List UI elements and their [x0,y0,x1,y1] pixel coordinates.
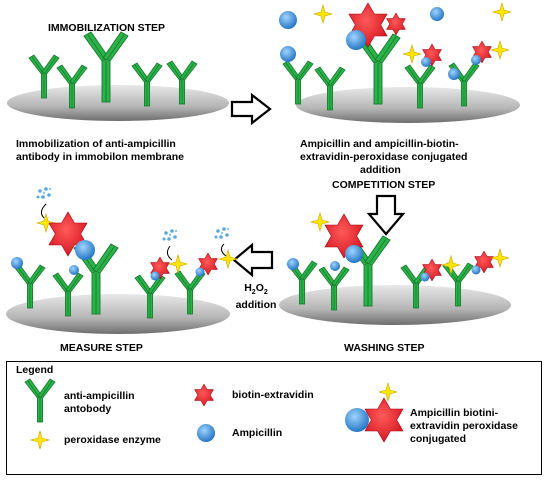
substrate-icon [214,227,230,239]
h2o2-o: O [255,282,264,294]
biotin-extravidin-icon [386,12,406,36]
legend-conjugate-line1: Ampicillin biotini- [410,407,499,419]
peroxidase-icon [490,248,510,268]
peroxidase-icon [310,212,330,232]
measure-step-title: MEASURE STEP [60,342,143,354]
peroxidase-icon [492,2,512,22]
ampicillin-icon [346,30,366,50]
legend-icons [24,378,404,450]
reaction-arrow-icon [166,245,173,261]
ampicillin-icon [420,272,430,282]
peroxidase-icon [441,255,461,275]
reaction-arrow-icon [40,203,47,219]
ampicillin-icon [430,7,444,21]
substrate-icon [36,187,52,199]
legend-ampicillin-icon [197,424,215,442]
legend-biotin-label: biotin-extravidin [232,389,314,401]
immobilon-membrane [279,285,511,325]
arrow-right-icon [230,92,272,126]
immobilization-caption-line1: Immobilization of anti-ampicillin [16,138,176,150]
h2o2-sub2: 2 [263,289,268,297]
panel-measure [6,187,238,334]
legend-title: Legend [16,364,54,376]
peroxidase-icon [218,249,238,269]
washing-step-title: WASHING STEP [344,342,425,354]
ampicillin-icon [150,271,160,281]
ampicillin-icon [11,257,23,269]
competition-step-title: COMPETITION STEP [332,179,436,191]
panel-competition [279,2,520,123]
arrow-left-icon [232,242,274,278]
legend-ampicillin-label: Ampicillin [232,427,283,439]
h2o2-addition-text: addition [235,299,277,312]
legend-conjugate-line3: conjugated [410,433,467,445]
legend-conjugate-ampicillin-icon [345,408,369,432]
immobilization-caption-line2: antibody in immobilon membrane [16,151,185,163]
panel-immobilization [7,31,229,121]
ampicillin-icon [471,265,481,275]
reaction-arrow-icon [220,243,227,257]
legend-box [6,361,542,475]
peroxidase-icon [313,4,333,24]
competition-caption-line3: addition [360,164,401,176]
immobilon-membrane [6,294,230,334]
h2o2-addition-label: H2O2 addition [232,282,280,312]
immobilization-step-title: IMMOBILIZATION STEP [48,22,166,34]
ampicillin-icon [280,46,296,62]
panel-washing [279,212,511,325]
immobilon-membrane [7,85,229,121]
ampicillin-icon [421,57,431,67]
h2o2-sub1: 2 [251,289,256,297]
competition-caption-line2: extravidin-peroxidase conjugated [300,151,468,163]
ampicillin-icon [287,258,299,270]
legend-antibody-line1: anti-ampicillin [64,390,135,402]
legend-peroxidase-label: peroxidase enzyme [64,434,161,446]
ampicillin-icon [75,240,95,260]
ampicillin-icon [471,55,481,65]
peroxidase-icon [490,40,510,60]
ampicillin-icon [69,265,79,275]
ampicillin-icon [279,11,297,29]
arrow-down-icon [366,194,406,236]
ampicillin-icon [195,267,205,277]
ampicillin-icon [345,245,363,263]
legend-conjugate-line2: extravidin peroxidase [410,420,518,432]
competition-caption-line1: Ampicillin and ampicillin-biotin- [300,138,459,150]
peroxidase-icon [402,44,422,64]
ampicillin-icon [448,68,460,80]
legend-antibody-line2: antobody [64,403,112,415]
ampicillin-icon [330,261,340,271]
peroxidase-icon [168,254,188,274]
h2o2-h: H [244,282,252,294]
substrate-icon [162,229,178,241]
